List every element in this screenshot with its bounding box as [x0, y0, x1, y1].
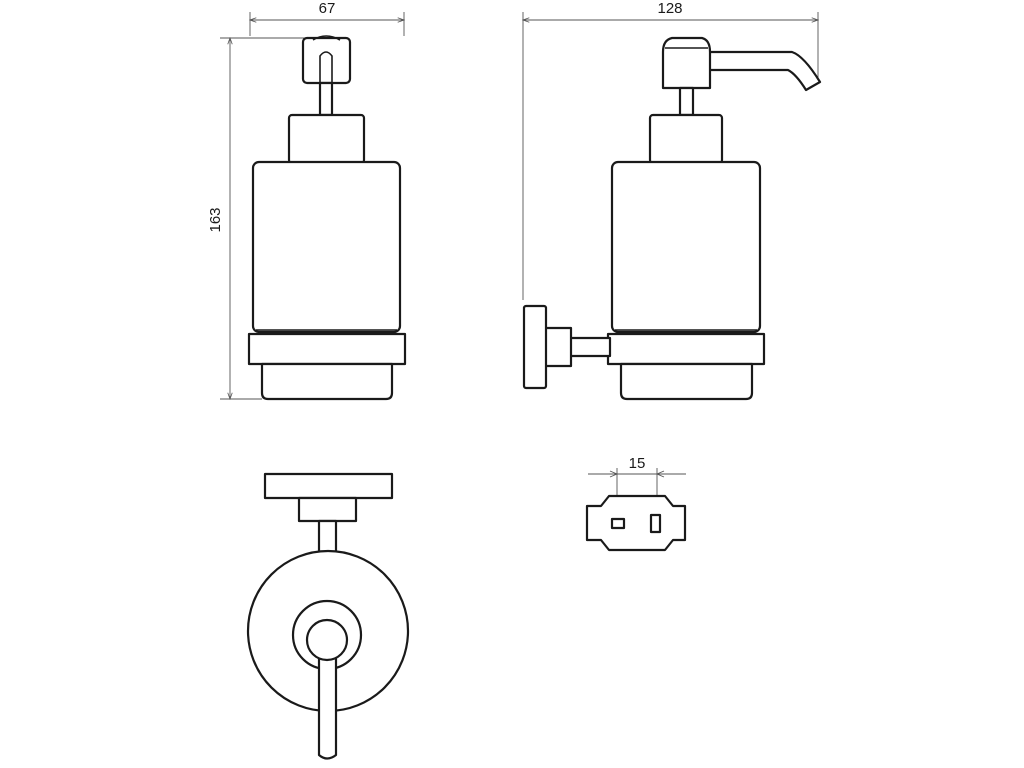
dimension-label-67: 67 — [319, 0, 336, 17]
bottle-body-front — [251, 160, 402, 334]
mounting-plate — [585, 494, 687, 552]
pump-collar-front — [287, 113, 366, 165]
holder-ring-side — [606, 332, 766, 366]
bottle-body-side — [610, 160, 762, 334]
wall-plate-top — [263, 472, 394, 500]
side-view: 128 — [522, 0, 822, 401]
dimension-height-front: 163 — [207, 38, 310, 399]
pump-stem-front — [318, 81, 334, 117]
dimension-label-128: 128 — [657, 0, 682, 17]
pump-head-front — [301, 36, 352, 85]
wall-plate-side — [522, 304, 548, 390]
dimension-label-15: 15 — [629, 455, 646, 472]
front-view: 67 163 — [207, 0, 407, 401]
pump-spout-side — [706, 50, 822, 92]
holder-ring-front — [247, 332, 407, 366]
pump-head-side — [661, 36, 712, 90]
wall-arm-boss-top — [297, 496, 358, 523]
dimension-width-front: 67 — [250, 0, 404, 36]
mounting-plate-detail: 15 — [585, 455, 687, 552]
dimension-label-163: 163 — [207, 207, 224, 232]
mounting-slot-horizontal — [610, 517, 626, 530]
wall-arm-side — [566, 336, 612, 358]
pump-stem-side — [678, 86, 695, 117]
bottle-bottom-front — [260, 362, 394, 401]
mounting-slot-vertical — [649, 513, 662, 534]
pump-collar-side — [648, 113, 724, 165]
wall-arm-boss-side — [543, 326, 573, 368]
bottle-bottom-side — [619, 362, 754, 401]
dimension-width-side: 128 — [523, 0, 818, 300]
pump-spout-top — [317, 652, 338, 760]
top-view — [246, 472, 410, 760]
pump-head-cap — [312, 35, 341, 41]
dimension-mount-spacing: 15 — [588, 455, 686, 520]
nozzle-front — [319, 51, 333, 83]
pump-head-top — [305, 618, 349, 662]
